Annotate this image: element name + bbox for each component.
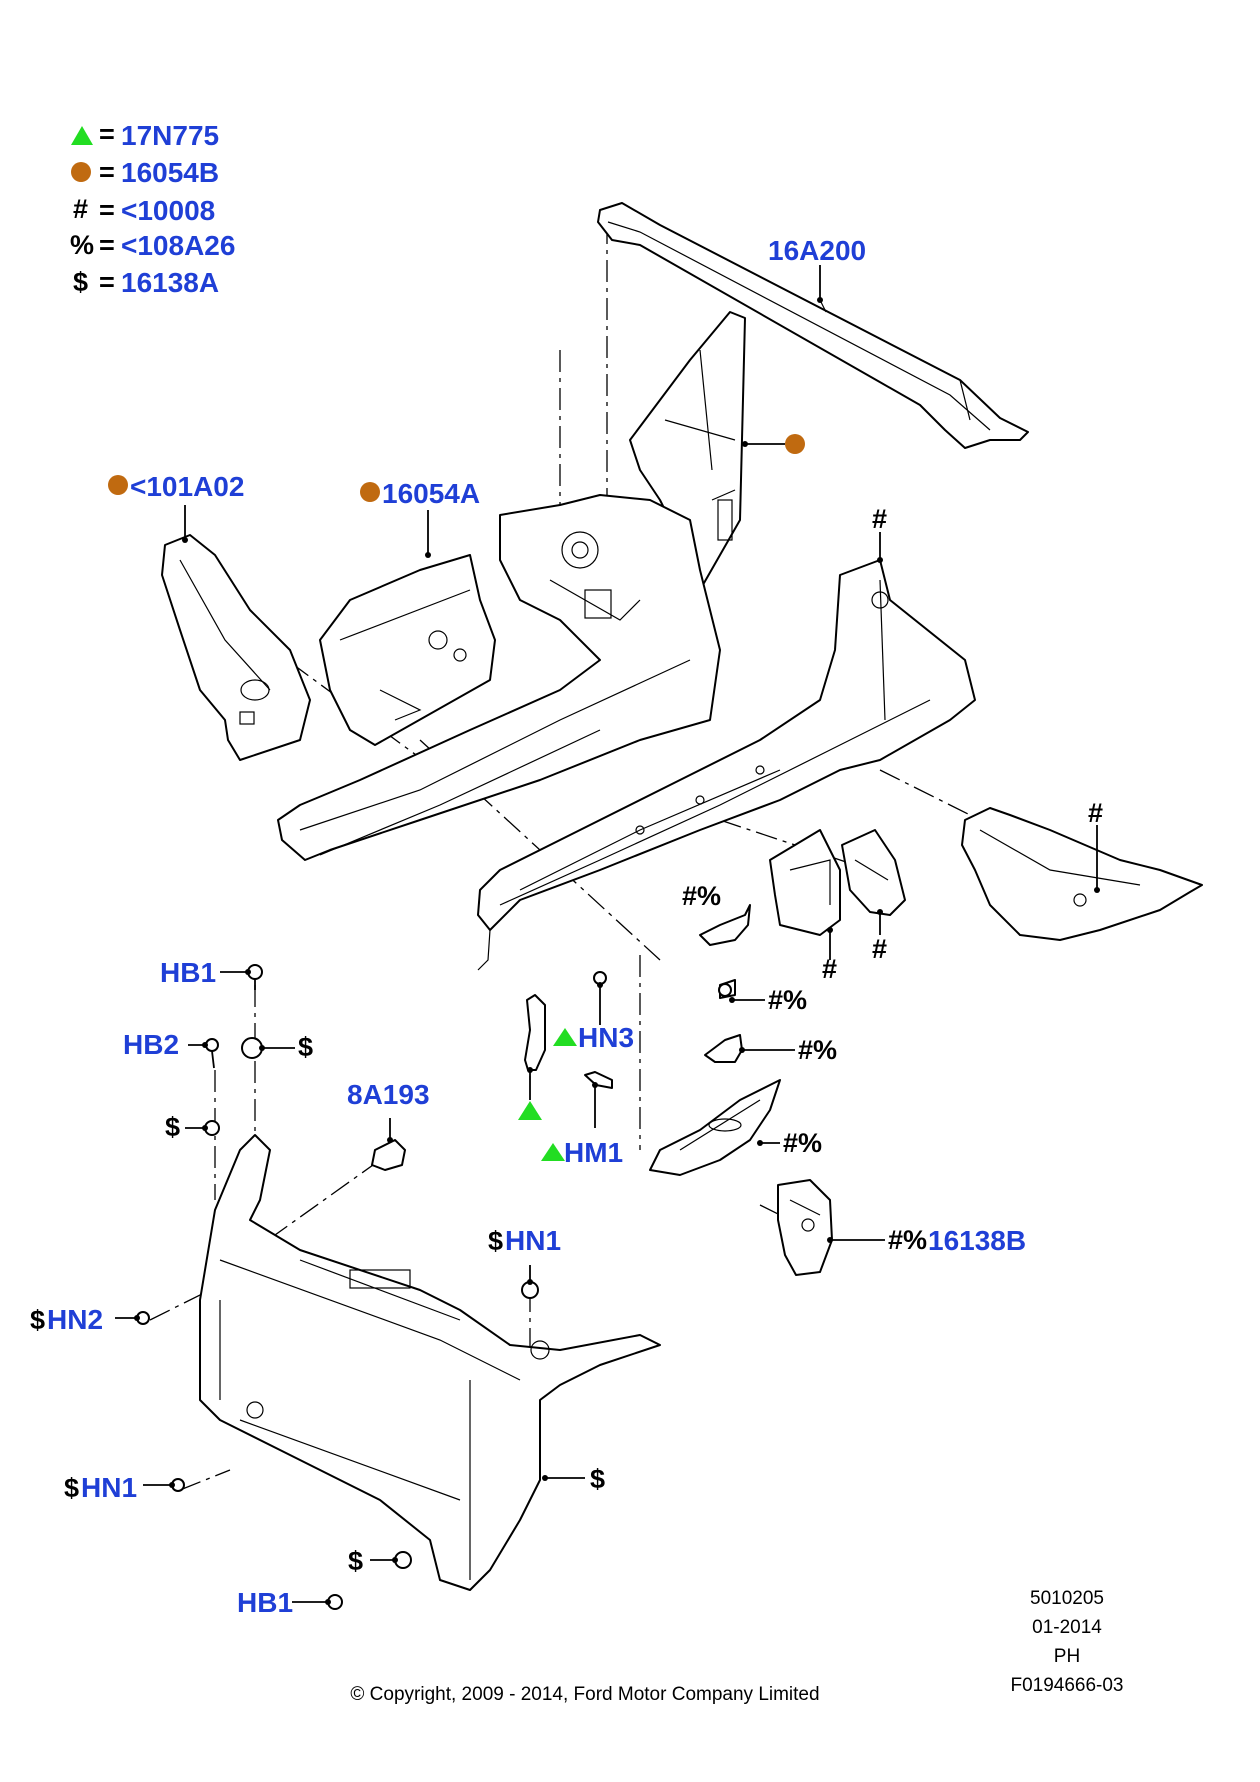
hash-percent-upper: #% bbox=[682, 881, 721, 911]
label-101a02: <101A02 bbox=[130, 471, 244, 502]
splash-shield-16054a bbox=[319, 554, 496, 746]
strut-tower-panel bbox=[629, 311, 746, 591]
legend-code-5: 16138A bbox=[121, 267, 219, 298]
legend-code-1: 17N775 bbox=[121, 120, 219, 151]
legend-equals-5: = bbox=[99, 267, 115, 297]
label-hn1-mid: HN1 bbox=[505, 1225, 561, 1256]
hash-percent-bracket: #% bbox=[783, 1128, 822, 1158]
clip-bracket-hn3 bbox=[524, 971, 613, 1089]
dollar-symbol-hn2: $ bbox=[30, 1305, 45, 1335]
triangle-marker-icon bbox=[553, 1028, 577, 1046]
hash-percent-bolt: #% bbox=[768, 985, 807, 1015]
dollar-symbol-hn1-low: $ bbox=[64, 1473, 79, 1503]
figure-number: F0194666-03 bbox=[1010, 1675, 1123, 1696]
label-16054a: 16054A bbox=[382, 478, 480, 509]
label-hb1-top: HB1 bbox=[160, 957, 216, 988]
dollar-symbol-nut: $ bbox=[165, 1112, 180, 1142]
apron-panel-101a02 bbox=[161, 534, 311, 761]
label-hm1: HM1 bbox=[564, 1137, 623, 1168]
doc-code: PH bbox=[1054, 1646, 1080, 1667]
hash-percent-latch: #% bbox=[888, 1225, 927, 1255]
label-hb1-bottom: HB1 bbox=[237, 1587, 293, 1618]
circle-marker-icon bbox=[71, 162, 91, 182]
lower-frame-rail bbox=[477, 559, 976, 971]
latch-bracket-parts bbox=[649, 904, 781, 1176]
copyright: © Copyright, 2009 - 2014, Ford Motor Com… bbox=[350, 1684, 819, 1705]
hash-percent-clip: #% bbox=[798, 1035, 837, 1065]
support-bracket-pair bbox=[769, 829, 906, 936]
doc-number: 5010205 bbox=[1030, 1588, 1104, 1609]
label-8a193: 8A193 bbox=[347, 1079, 430, 1110]
label-hn2: HN2 bbox=[47, 1304, 103, 1335]
bracket-8a193 bbox=[371, 1139, 406, 1171]
triangle-marker-icon bbox=[541, 1143, 565, 1161]
dollar-symbol-support: $ bbox=[590, 1464, 605, 1494]
triangle-marker-icon bbox=[71, 126, 93, 145]
part-labels: 16A200 <101A02 16054A # # #% # # HB1 HB2… bbox=[30, 235, 1103, 1618]
triangle-marker-icon bbox=[518, 1101, 542, 1120]
legend-code-2: 16054B bbox=[121, 157, 219, 188]
rear-apron-panel bbox=[961, 807, 1203, 941]
hash-symbol-bracket-a: # bbox=[822, 954, 837, 984]
latch-16138b bbox=[777, 1179, 833, 1276]
doc-date: 01-2014 bbox=[1032, 1617, 1102, 1638]
legend-equals-1: = bbox=[99, 119, 115, 149]
legend-equals-3: = bbox=[99, 195, 115, 225]
legend-code-3: <10008 bbox=[121, 195, 215, 226]
circle-marker-icon bbox=[785, 434, 805, 454]
leader-lines bbox=[115, 265, 1100, 1605]
footer: 5010205 01-2014 PH F0194666-03 © Copyrig… bbox=[350, 1588, 1123, 1705]
label-hn1-low: HN1 bbox=[81, 1472, 137, 1503]
legend: = 17N775 = 16054B # = <10008 % = <108A26… bbox=[70, 119, 235, 298]
label-hb2: HB2 bbox=[123, 1029, 179, 1060]
legend-equals-2: = bbox=[99, 157, 115, 187]
hash-symbol-tower: # bbox=[872, 504, 887, 534]
dollar-symbol-hn1-mid: $ bbox=[488, 1226, 503, 1256]
dollar-symbol-low-nut: $ bbox=[348, 1546, 363, 1576]
bolt-hash-percent bbox=[718, 983, 732, 997]
legend-symbol-5: $ bbox=[73, 267, 88, 297]
label-16138b: 16138B bbox=[928, 1225, 1026, 1256]
circle-marker-icon bbox=[360, 482, 380, 502]
legend-symbol-3: # bbox=[73, 194, 88, 224]
circle-marker-icon bbox=[108, 475, 128, 495]
label-hn3: HN3 bbox=[578, 1022, 634, 1053]
hash-symbol-rear-apron: # bbox=[1088, 798, 1103, 828]
legend-code-4: <108A26 bbox=[121, 230, 235, 261]
legend-symbol-4: % bbox=[70, 230, 94, 260]
label-16a200: 16A200 bbox=[768, 235, 866, 266]
hash-symbol-bracket-b: # bbox=[872, 934, 887, 964]
dollar-symbol-washer: $ bbox=[298, 1032, 313, 1062]
radiator-support-assembly bbox=[199, 1134, 661, 1591]
upper-frame-rail bbox=[277, 494, 721, 861]
legend-equals-4: = bbox=[99, 230, 115, 260]
